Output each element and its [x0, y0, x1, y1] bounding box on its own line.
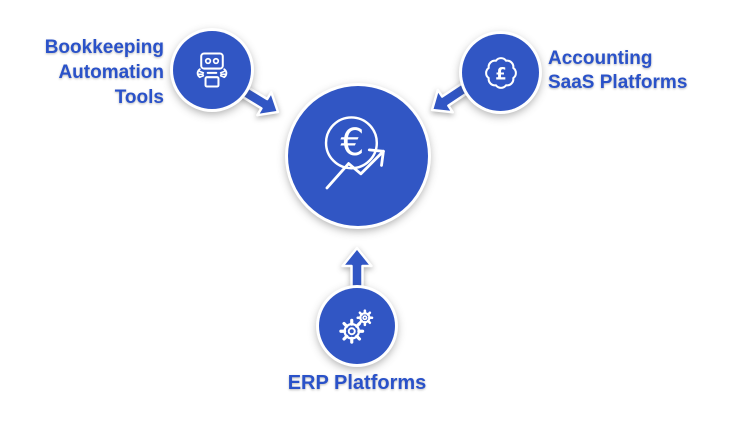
label-line: Accounting — [548, 48, 653, 69]
euro-growth-chart-icon: € — [324, 116, 385, 190]
central-node: € — [288, 86, 428, 226]
gears-icon — [339, 309, 374, 344]
node-accounting-saas-platforms: £ — [462, 34, 539, 111]
robot-icon — [196, 52, 228, 88]
node-bookkeeping-automation-tools — [173, 31, 251, 109]
label-line: Automation — [58, 62, 164, 83]
node-erp-platforms — [319, 288, 395, 364]
pound-symbol: £ — [495, 64, 506, 83]
euro-symbol: € — [340, 120, 364, 164]
label-line: SaaS Platforms — [548, 72, 688, 93]
label-bookkeeping-automation-tools: Bookkeeping Automation Tools — [10, 35, 164, 110]
pound-badge-icon: £ — [484, 56, 517, 89]
label-erp-platforms: ERP Platforms — [287, 372, 427, 394]
label-line: Tools — [114, 87, 164, 108]
label-line: Bookkeeping — [44, 37, 164, 58]
arrow-erp-to-center-icon — [341, 246, 373, 294]
label-accounting-saas-platforms: Accounting SaaS Platforms — [548, 47, 687, 95]
